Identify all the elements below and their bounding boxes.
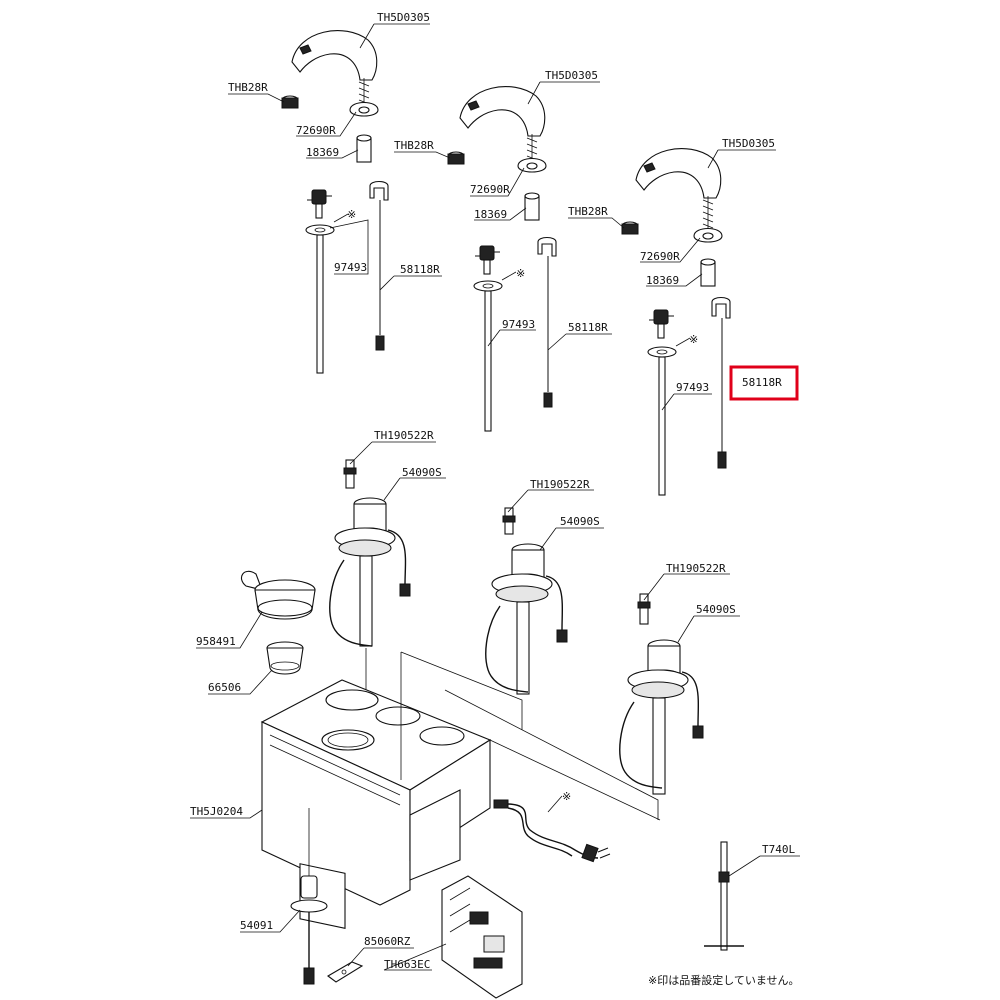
label-THB28R-a: THB28R [228,81,268,94]
label-18369-b: 18369 [474,208,507,221]
asterisk-mark-c: ※ [689,333,698,346]
faucet-assembly-b [447,86,557,432]
label-TH5J0204: TH5J0204 [190,805,243,818]
faucet-assembly-a [281,30,389,374]
label-THB28R-c: THB28R [568,205,608,218]
label-54091: 54091 [240,919,273,932]
cup-66506 [266,641,304,675]
asterisk-mark-a: ※ [347,208,356,221]
label-TH190522R-b: TH190522R [530,478,590,491]
label-TH190522R-a: TH190522R [374,429,434,442]
label-T740L: T740L [762,843,795,856]
label-72690R-b: 72690R [470,183,510,196]
bracket-85060RZ [327,961,364,983]
label-TH190522R-c: TH190522R [666,562,726,575]
label-58118R-c: 58118R [742,376,782,389]
valve-assembly-a [329,459,411,647]
label-54090S-b: 54090S [560,515,600,528]
label-58118R-a: 58118R [400,263,440,276]
label-18369-a: 18369 [306,146,339,159]
label-TH5D0305-a: TH5D0305 [377,11,430,24]
label-66506: 66506 [208,681,241,694]
asterisk-mark-cord: ※ [562,790,571,803]
highlight-box [729,365,799,401]
label-TH5D0305-c: TH5D0305 [722,137,775,150]
footnote: ※印は品番設定していません。 [648,973,800,987]
faucet-assembly-c [621,148,731,496]
asterisk-mark-b: ※ [516,267,525,280]
label-97493-b: 97493 [502,318,535,331]
drain-54091 [290,875,328,985]
label-18369-c: 18369 [646,274,679,287]
label-97493-c: 97493 [676,381,709,394]
tool-T740L [704,841,744,951]
label-54090S-a: 54090S [402,466,442,479]
valve-assembly-b [485,507,568,695]
assembly-guide-lines [308,648,661,876]
cup-958491 [241,570,316,620]
label-97493-a: 97493 [334,261,367,274]
label-THB28R-b: THB28R [394,139,434,152]
label-TH663EC: TH663EC [384,958,430,971]
label-72690R-c: 72690R [640,250,680,263]
label-958491: 958491 [196,635,236,648]
label-72690R-a: 72690R [296,124,336,137]
label-85060RZ: 85060RZ [364,935,411,948]
control-board [441,875,523,999]
label-TH5D0305-b: TH5D0305 [545,69,598,82]
label-54090S-c: 54090S [696,603,736,616]
valve-assembly-c [619,593,704,795]
part-labels: TH5D0305 THB28R 72690R 18369 97493 58118… [190,11,800,987]
power-cord [493,799,611,863]
label-58118R-b: 58118R [568,321,608,334]
leader-lines [190,23,800,971]
